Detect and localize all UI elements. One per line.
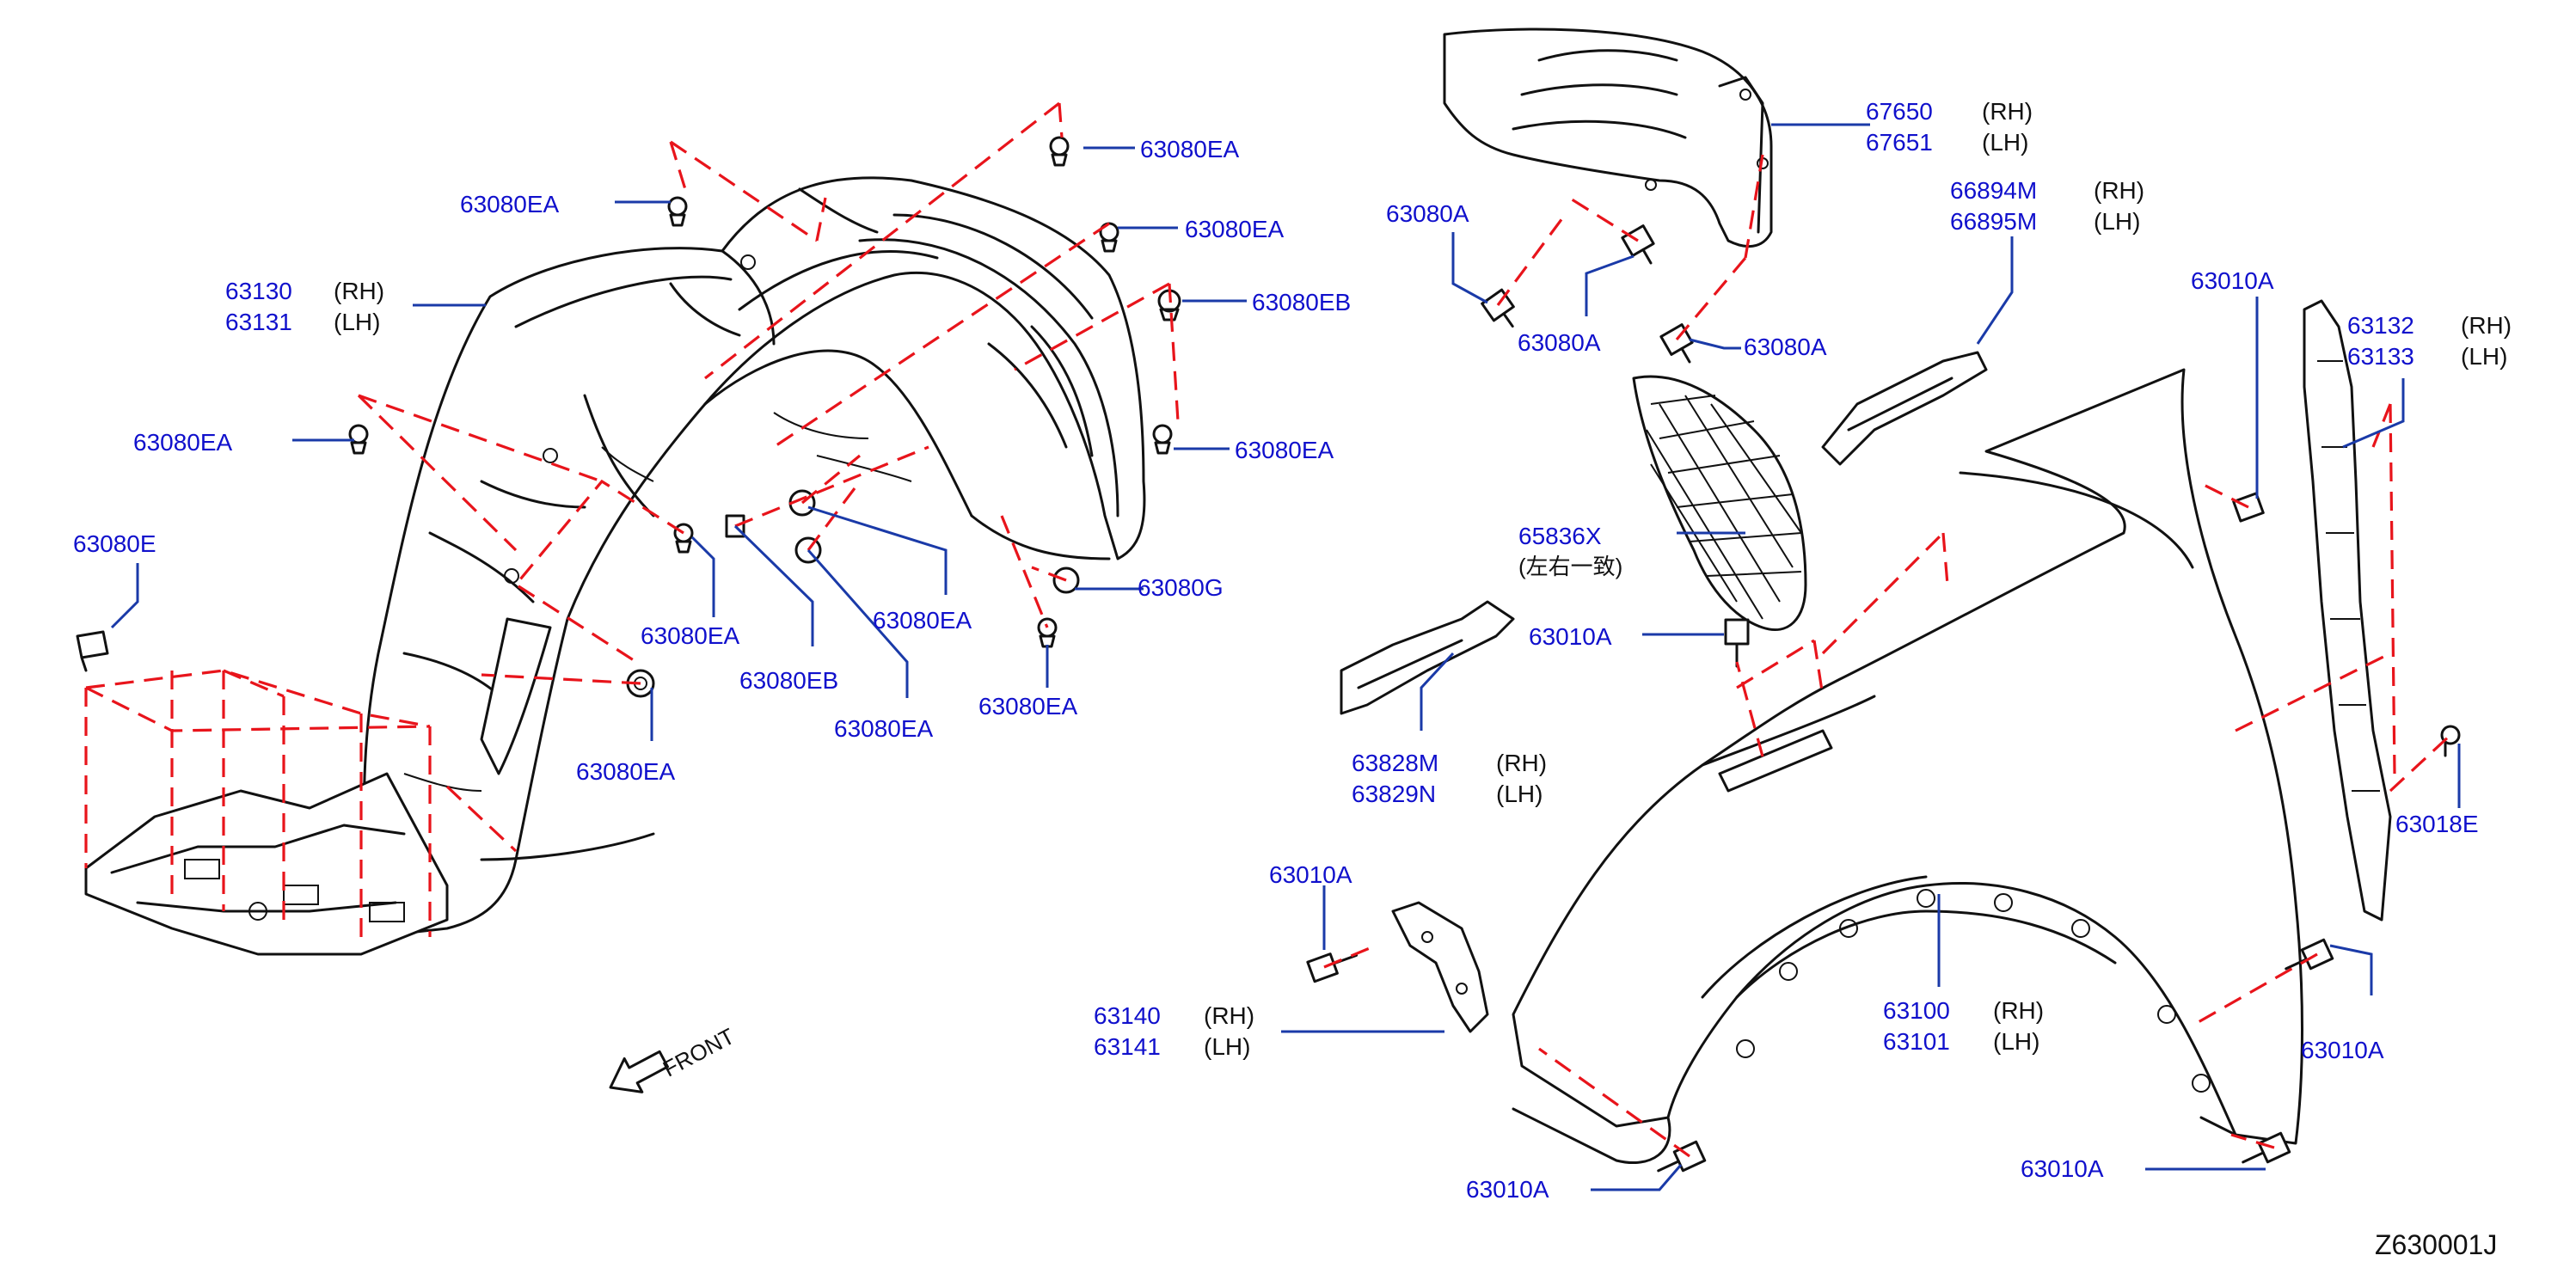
- part-63100[interactable]: 63100: [1883, 997, 1950, 1024]
- note-65836X: (左右一致): [1518, 554, 1623, 579]
- part-63080EA-center-a[interactable]: 63080EA: [641, 622, 740, 649]
- part-65836X[interactable]: 65836X: [1518, 523, 1602, 549]
- bolts-63010A-right-drawing: [1657, 492, 2461, 1173]
- grille-65836X-drawing: [1632, 375, 1807, 631]
- side-66894M: (RH): [2094, 177, 2145, 204]
- side-63100: (RH): [1993, 997, 2045, 1024]
- side-63130: (RH): [334, 278, 385, 304]
- part-63080EA-lower-right[interactable]: 63080EA: [978, 693, 1078, 720]
- part-63829N[interactable]: 63829N: [1352, 781, 1437, 807]
- side-63132: (RH): [2461, 312, 2512, 339]
- clip-63080E-drawing: [76, 630, 109, 672]
- front-fender-drawing: [1512, 368, 2303, 1165]
- protector-lower-panel-drawing: [84, 772, 449, 956]
- part-63130[interactable]: 63130: [225, 278, 292, 304]
- part-63010A-grille[interactable]: 63010A: [1529, 623, 1612, 650]
- diagram-code: Z630001J: [2375, 1229, 2498, 1260]
- part-63141[interactable]: 63141: [1094, 1033, 1161, 1060]
- part-63080EA-right-mid[interactable]: 63080EA: [1235, 437, 1334, 463]
- assembly-lines: [84, 101, 2452, 1158]
- leader-lines: [110, 123, 2461, 1191]
- part-63010A-right-lower[interactable]: 63010A: [2301, 1037, 2384, 1063]
- part-63018E[interactable]: 63018E: [2395, 811, 2479, 837]
- part-63080A-left[interactable]: 63080A: [1386, 200, 1469, 227]
- part-63080EB-upper-right[interactable]: 63080EB: [1252, 289, 1352, 315]
- side-63829N: (LH): [1496, 781, 1543, 807]
- part-63080EA-top[interactable]: 63080EA: [1140, 136, 1240, 162]
- part-63133[interactable]: 63133: [2347, 343, 2414, 370]
- part-63080A-right[interactable]: 63080A: [1744, 334, 1827, 360]
- part-63080G[interactable]: 63080G: [1138, 574, 1224, 601]
- part-63080EA-left-top[interactable]: 63080EA: [460, 191, 560, 217]
- fender-strip-63132-drawing: [2303, 299, 2392, 922]
- part-63010A-bottom-left[interactable]: 63010A: [1466, 1176, 1549, 1203]
- splash-cover-drawing: [1443, 28, 1773, 248]
- part-63080EA-left-mid[interactable]: 63080EA: [133, 429, 233, 456]
- part-63132[interactable]: 63132: [2347, 312, 2414, 339]
- part-63140[interactable]: 63140: [1094, 1002, 1161, 1029]
- part-63131[interactable]: 63131: [225, 309, 292, 335]
- part-63080EA-upper-right[interactable]: 63080EA: [1185, 216, 1285, 242]
- part-63080E[interactable]: 63080E: [73, 530, 156, 557]
- seal-63828M-drawing: [1340, 600, 1515, 715]
- side-63140: (RH): [1204, 1002, 1255, 1029]
- part-63828M[interactable]: 63828M: [1352, 750, 1439, 776]
- side-63828M: (RH): [1496, 750, 1548, 776]
- part-67651[interactable]: 67651: [1866, 129, 1933, 156]
- part-66895M[interactable]: 66895M: [1950, 208, 2038, 235]
- side-66895M: (LH): [2094, 208, 2141, 235]
- side-63131: (LH): [334, 309, 381, 335]
- bracket-63140-drawing: [1391, 901, 1489, 1033]
- part-63010A-bottom-right[interactable]: 63010A: [2021, 1155, 2104, 1182]
- part-66894M[interactable]: 66894M: [1950, 177, 2038, 204]
- part-63080A-center[interactable]: 63080A: [1518, 329, 1601, 356]
- fender-protector-drawing: [362, 176, 1146, 939]
- part-63080EA-center-c[interactable]: 63080EA: [834, 715, 934, 742]
- part-63101[interactable]: 63101: [1883, 1028, 1950, 1055]
- part-67650[interactable]: 67650: [1866, 98, 1933, 125]
- side-63133: (LH): [2461, 343, 2508, 370]
- part-63080EB-center[interactable]: 63080EB: [739, 667, 839, 694]
- front-arrow-icon: [609, 1050, 670, 1093]
- part-63010A-top-right[interactable]: 63010A: [2191, 267, 2274, 294]
- part-63080EA-center-b[interactable]: 63080EA: [873, 607, 972, 634]
- bracket-66894M-drawing: [1821, 351, 1988, 466]
- side-67651: (LH): [1982, 129, 2029, 156]
- part-63010A-bracket[interactable]: 63010A: [1269, 861, 1352, 888]
- side-63101: (LH): [1993, 1028, 2040, 1055]
- part-63080EA-lower-left[interactable]: 63080EA: [576, 758, 676, 785]
- side-67650: (RH): [1982, 98, 2033, 125]
- side-63141: (LH): [1204, 1033, 1251, 1060]
